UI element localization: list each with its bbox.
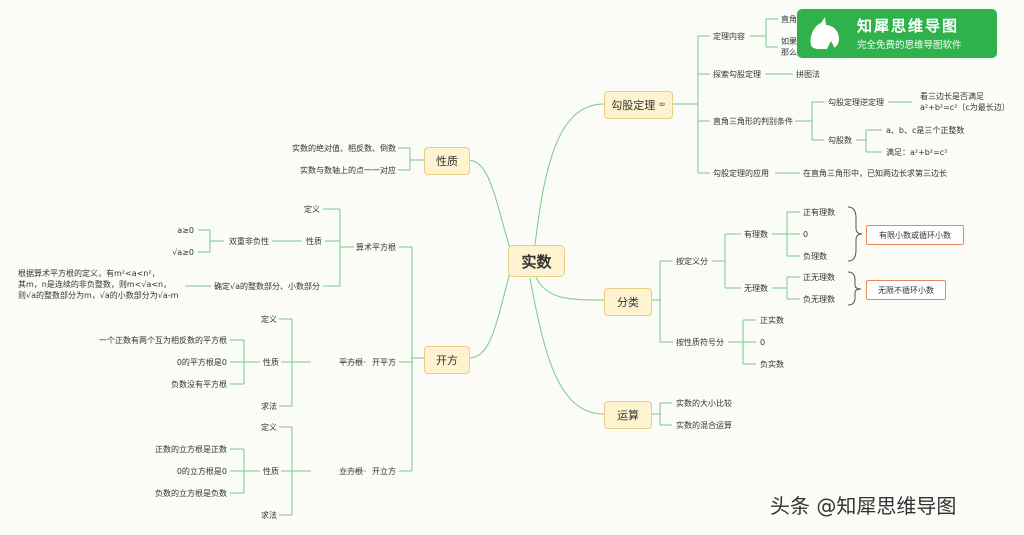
node-sqa-ge0[interactable]: √a≥0 <box>172 248 194 257</box>
node-zero1[interactable]: 0 <box>803 230 809 239</box>
node-a-ge0[interactable]: a≥0 <box>177 226 194 235</box>
node-ss-xingzhi[interactable]: 性质 <box>306 237 322 246</box>
branch-xingzhi[interactable]: 性质 <box>424 147 470 175</box>
node-xingzhi-b[interactable]: 实数与数轴上的点一一对应 <box>300 166 396 175</box>
node-yingyong-a[interactable]: 在直角三角形中，已知两边长求第三边长 <box>803 169 947 178</box>
brand-subtitle: 完全免费的思维导图软件 <box>857 40 962 51</box>
node-yingyong[interactable]: 勾股定理的应用 <box>713 169 769 178</box>
brace-youli <box>847 206 863 262</box>
node-fss[interactable]: 负实数 <box>760 360 784 369</box>
node-pf-xingzhi[interactable]: 性质 <box>263 358 279 367</box>
branch-gougu[interactable]: 勾股定理∞ <box>604 91 673 119</box>
node-lf-x2[interactable]: 0的立方根是0 <box>176 467 227 476</box>
branch-yunsuan-label: 运算 <box>617 409 639 422</box>
node-yunsuan-b[interactable]: 实数的混合运算 <box>676 421 732 430</box>
branch-kaifang-label: 开方 <box>436 354 458 367</box>
node-queding[interactable]: 确定√a的整数部分、小数部分 <box>214 282 320 291</box>
node-pf-qiufa[interactable]: 求法 <box>261 402 277 411</box>
node-ss-dingyi[interactable]: 定义 <box>304 205 320 214</box>
node-suanshu[interactable]: 算术平方根 <box>356 243 396 252</box>
node-lf-qiufa[interactable]: 求法 <box>261 511 277 520</box>
node-pingfanggen[interactable]: 平方根 <box>339 358 363 367</box>
node-zyl[interactable]: 正有理数 <box>803 208 835 217</box>
node-tansuo-a[interactable]: 拼图法 <box>796 70 820 79</box>
brand-banner[interactable]: 知犀思维导图 完全免费的思维导图软件 <box>797 9 997 58</box>
node-gushu-b[interactable]: 满足：a²+b²=c² <box>886 148 948 157</box>
node-lf-dingyi[interactable]: 定义 <box>261 423 277 432</box>
node-zero2[interactable]: 0 <box>760 338 766 347</box>
branch-fenlei-label: 分类 <box>617 296 639 309</box>
branch-fenlei[interactable]: 分类 <box>604 288 652 316</box>
node-lf-xingzhi[interactable]: 性质 <box>263 467 279 476</box>
note-youli[interactable]: 有限小数或循环小数 <box>866 225 964 245</box>
node-niding[interactable]: 勾股定理逆定理 <box>828 98 884 107</box>
node-yunsuan-a[interactable]: 实数的大小比较 <box>676 399 732 408</box>
node-dingli-a[interactable]: 直角 <box>781 15 797 24</box>
node-pf-x1[interactable]: 一个正数有两个互为相反数的平方根 <box>99 336 227 345</box>
note-wuli[interactable]: 无限不循环小数 <box>866 280 946 300</box>
center-label: 实数 <box>521 252 552 271</box>
node-gushu-a[interactable]: a、b、c是三个正整数 <box>886 126 965 135</box>
watermark: 头条 @知犀思维导图 <box>770 494 957 518</box>
node-kailifang[interactable]: 开立方 <box>372 467 396 476</box>
node-lf-x1[interactable]: 正数的立方根是正数 <box>155 445 227 454</box>
center-node[interactable]: 实数 <box>508 245 565 277</box>
rhino-logo-icon <box>810 17 839 49</box>
node-dingli[interactable]: 定理内容 <box>713 32 745 41</box>
node-wuli[interactable]: 无理数 <box>744 284 768 293</box>
node-panbie[interactable]: 直角三角形的判别条件 <box>713 117 793 126</box>
branch-gougu-label: 勾股定理 <box>611 99 656 112</box>
branch-yunsuan[interactable]: 运算 <box>604 401 652 429</box>
node-youli[interactable]: 有理数 <box>744 230 768 239</box>
node-fuhao[interactable]: 按性质符号分 <box>676 338 724 347</box>
node-xingzhi-a[interactable]: 实数的绝对值、相反数、倒数 <box>292 144 396 153</box>
node-lifanggen[interactable]: 立方根 <box>339 467 363 476</box>
branch-xingzhi-label: 性质 <box>436 155 458 168</box>
node-zwl[interactable]: 正无理数 <box>803 273 835 282</box>
node-dingli-b[interactable]: 如果 那么 <box>781 37 797 57</box>
node-gushu[interactable]: 勾股数 <box>828 136 852 145</box>
brace-wuli <box>847 271 862 306</box>
node-dingyi-fen[interactable]: 按定义分 <box>676 257 708 266</box>
brand-title: 知犀思维导图 <box>857 17 960 35</box>
node-fwl[interactable]: 负无理数 <box>803 295 835 304</box>
node-shuangchong[interactable]: 双重非负性 <box>229 237 269 246</box>
node-fyl[interactable]: 负理数 <box>803 252 827 261</box>
branch-kaifang[interactable]: 开方 <box>424 346 470 374</box>
node-pf-dingyi[interactable]: 定义 <box>261 315 277 324</box>
node-zss[interactable]: 正实数 <box>760 316 784 325</box>
node-lf-x3[interactable]: 负数的立方根是负数 <box>155 489 227 498</box>
node-tansuo[interactable]: 探索勾股定理 <box>713 70 761 79</box>
node-queding-a[interactable]: 根据算术平方根的定义，有m²<a<n²， 其m，n是连续的非负整数，则m<√a<… <box>18 269 179 300</box>
node-kaipingfang[interactable]: 开平方 <box>372 358 396 367</box>
node-pf-x2[interactable]: 0的平方根是0 <box>176 358 227 367</box>
node-pf-x3[interactable]: 负数没有平方根 <box>171 380 227 389</box>
node-niding-a[interactable]: 看三边长是否满足 a²+b²=c²（c为最长边） <box>920 92 1010 112</box>
link-icon: ∞ <box>658 100 666 110</box>
